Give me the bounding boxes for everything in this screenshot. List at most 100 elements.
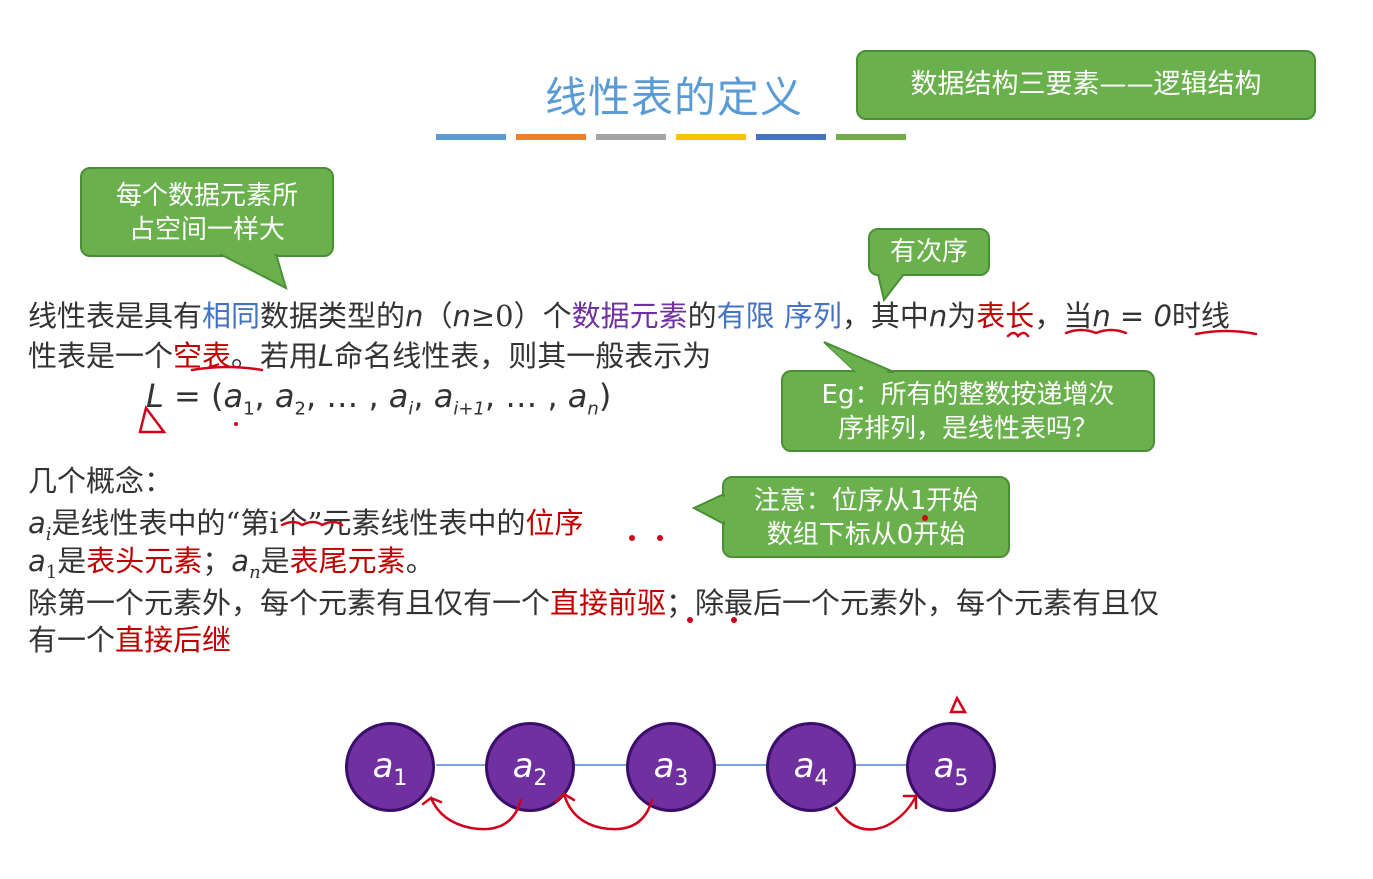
formula-sub: 2 <box>294 398 306 420</box>
node-a5: a5 <box>906 722 996 812</box>
concept-sub: 1 <box>45 561 58 583</box>
title-stripe <box>596 134 666 140</box>
formula-eq: = ( <box>163 377 224 415</box>
def-n: n <box>1092 299 1111 333</box>
def-text: 命名线性表，则其一般表示为 <box>334 339 712 373</box>
concept-text: 是 <box>57 544 87 578</box>
formula-a: a <box>223 377 244 415</box>
concept-sub: i <box>45 523 52 545</box>
node-base: a <box>372 746 394 786</box>
node-base: a <box>512 746 534 786</box>
title-stripe <box>756 134 826 140</box>
formula-sub: 1 <box>243 398 255 420</box>
concepts-heading: 几个概念： <box>28 464 174 498</box>
formula-sep: , <box>413 377 434 415</box>
formula-sub: n <box>587 398 599 420</box>
node-a3: a3 <box>626 722 716 812</box>
callout-element-size-line2: 占空间一样大 <box>128 215 285 245</box>
title-stripe <box>676 134 746 140</box>
def-text: ，当 <box>1034 299 1093 333</box>
formula-a: a <box>567 377 588 415</box>
callout-element-size-line1: 每个数据元素所 <box>115 181 298 211</box>
node-base: a <box>933 746 955 786</box>
def-text: 为 <box>947 299 977 333</box>
formula-sep: , … , <box>305 377 389 415</box>
def-n: n <box>452 299 471 333</box>
node-base: a <box>653 746 675 786</box>
formula-sub: i <box>408 398 414 420</box>
def-table-length: 表长 <box>976 299 1035 333</box>
concept-head-tail: a1是表头元素；an是表尾元素。 <box>28 538 435 583</box>
def-text: （ <box>423 299 453 333</box>
node-a2: a2 <box>485 722 575 812</box>
callout-eg-line2: 序排列，是线性表吗？ <box>837 414 1098 444</box>
title-stripe <box>436 134 506 140</box>
def-text: 时线 <box>1171 299 1230 333</box>
concept-a: a <box>28 506 46 540</box>
node-sub: 3 <box>674 765 689 791</box>
callout-element-size: 每个数据元素所 占空间一样大 <box>80 167 334 257</box>
concept-tail-element: 表尾元素 <box>289 544 406 578</box>
definition-line1: 线性表是具有相同数据类型的n（n≥0）个数据元素的有限 序列，其中n为表长，当n… <box>28 293 1230 335</box>
concept-text: 除第一个元素外，每个元素有且仅有一个 <box>28 586 551 620</box>
def-L: L <box>318 339 335 373</box>
page-title: 线性表的定义 <box>545 73 804 122</box>
concept-successor: 有一个直接后继 <box>28 617 231 659</box>
formula-close: ) <box>598 377 612 415</box>
callout-three-elements-text: 数据结构三要素——逻辑结构 <box>910 69 1262 100</box>
def-finite: 有限 <box>716 299 775 333</box>
def-text: 性表是一个 <box>28 339 174 373</box>
formula-sub: i+1 <box>453 398 485 420</box>
def-text: 数据类型的 <box>260 299 406 333</box>
def-sequence: 序列 <box>783 299 842 333</box>
def-text: ，其中 <box>841 299 929 333</box>
node-base: a <box>793 746 815 786</box>
def-n: n <box>405 299 424 333</box>
node-a4: a4 <box>766 722 856 812</box>
concept-direct-successor: 直接后继 <box>115 623 232 657</box>
formula-a: a <box>433 377 454 415</box>
callout-three-elements: 数据结构三要素——逻辑结构 <box>856 50 1316 120</box>
concept-position-term: 位序 <box>525 506 584 540</box>
concept-text: 。 <box>405 544 435 578</box>
node-a1: a1 <box>345 722 435 812</box>
callout-eg-tail <box>823 341 895 374</box>
callout-note-line1: 注意：位序从1开始 <box>753 486 979 516</box>
concept-text: ；除最后一个元素外，每个元素有且仅 <box>666 586 1160 620</box>
callout-order-text: 有次序 <box>889 237 968 267</box>
callout-eg: Eg：所有的整数按递增次 序排列，是线性表吗？ <box>781 370 1155 452</box>
callout-element-size-tail <box>219 254 288 290</box>
def-data-element: 数据元素 <box>571 299 688 333</box>
node-sub: 5 <box>954 765 969 791</box>
callout-note-line2: 数组下标从0开始 <box>766 520 966 550</box>
concept-head-element: 表头元素 <box>86 544 203 578</box>
def-eq-zero: = 0 <box>1110 299 1172 333</box>
concept-direct-predecessor: 直接前驱 <box>550 586 667 620</box>
concept-predecessor: 除第一个元素外，每个元素有且仅有一个直接前驱；除最后一个元素外，每个元素有且仅 <box>28 580 1159 622</box>
def-same: 相同 <box>202 299 261 333</box>
formula-sep: , <box>254 377 275 415</box>
formula-sep: , … , <box>484 377 568 415</box>
concept-text: 有一个 <box>28 623 116 657</box>
callout-note-tail <box>692 494 726 526</box>
callout-order: 有次序 <box>868 228 990 276</box>
callout-eg-line1: Eg：所有的整数按递增次 <box>821 380 1115 410</box>
node-sub: 4 <box>814 765 829 791</box>
formula-a: a <box>274 377 295 415</box>
concept-text: ； <box>202 544 232 578</box>
def-text: ≥0）个 <box>470 299 572 333</box>
def-n: n <box>928 299 948 333</box>
callout-note: 注意：位序从1开始 数组下标从0开始 <box>722 476 1010 558</box>
definition-line2: 性表是一个空表。若用L命名线性表，则其一般表示为 <box>28 333 711 375</box>
title-stripe <box>516 134 586 140</box>
callout-order-tail <box>876 274 906 303</box>
def-text: 线性表是具有 <box>28 299 203 333</box>
concept-sub: n <box>249 561 261 583</box>
formula-a: a <box>388 377 409 415</box>
def-text: 的 <box>687 299 717 333</box>
node-sub: 1 <box>393 765 408 791</box>
node-sub: 2 <box>533 765 548 791</box>
concept-a: a <box>231 544 250 578</box>
concept-a: a <box>28 544 46 578</box>
concept-text: 是 <box>260 544 290 578</box>
